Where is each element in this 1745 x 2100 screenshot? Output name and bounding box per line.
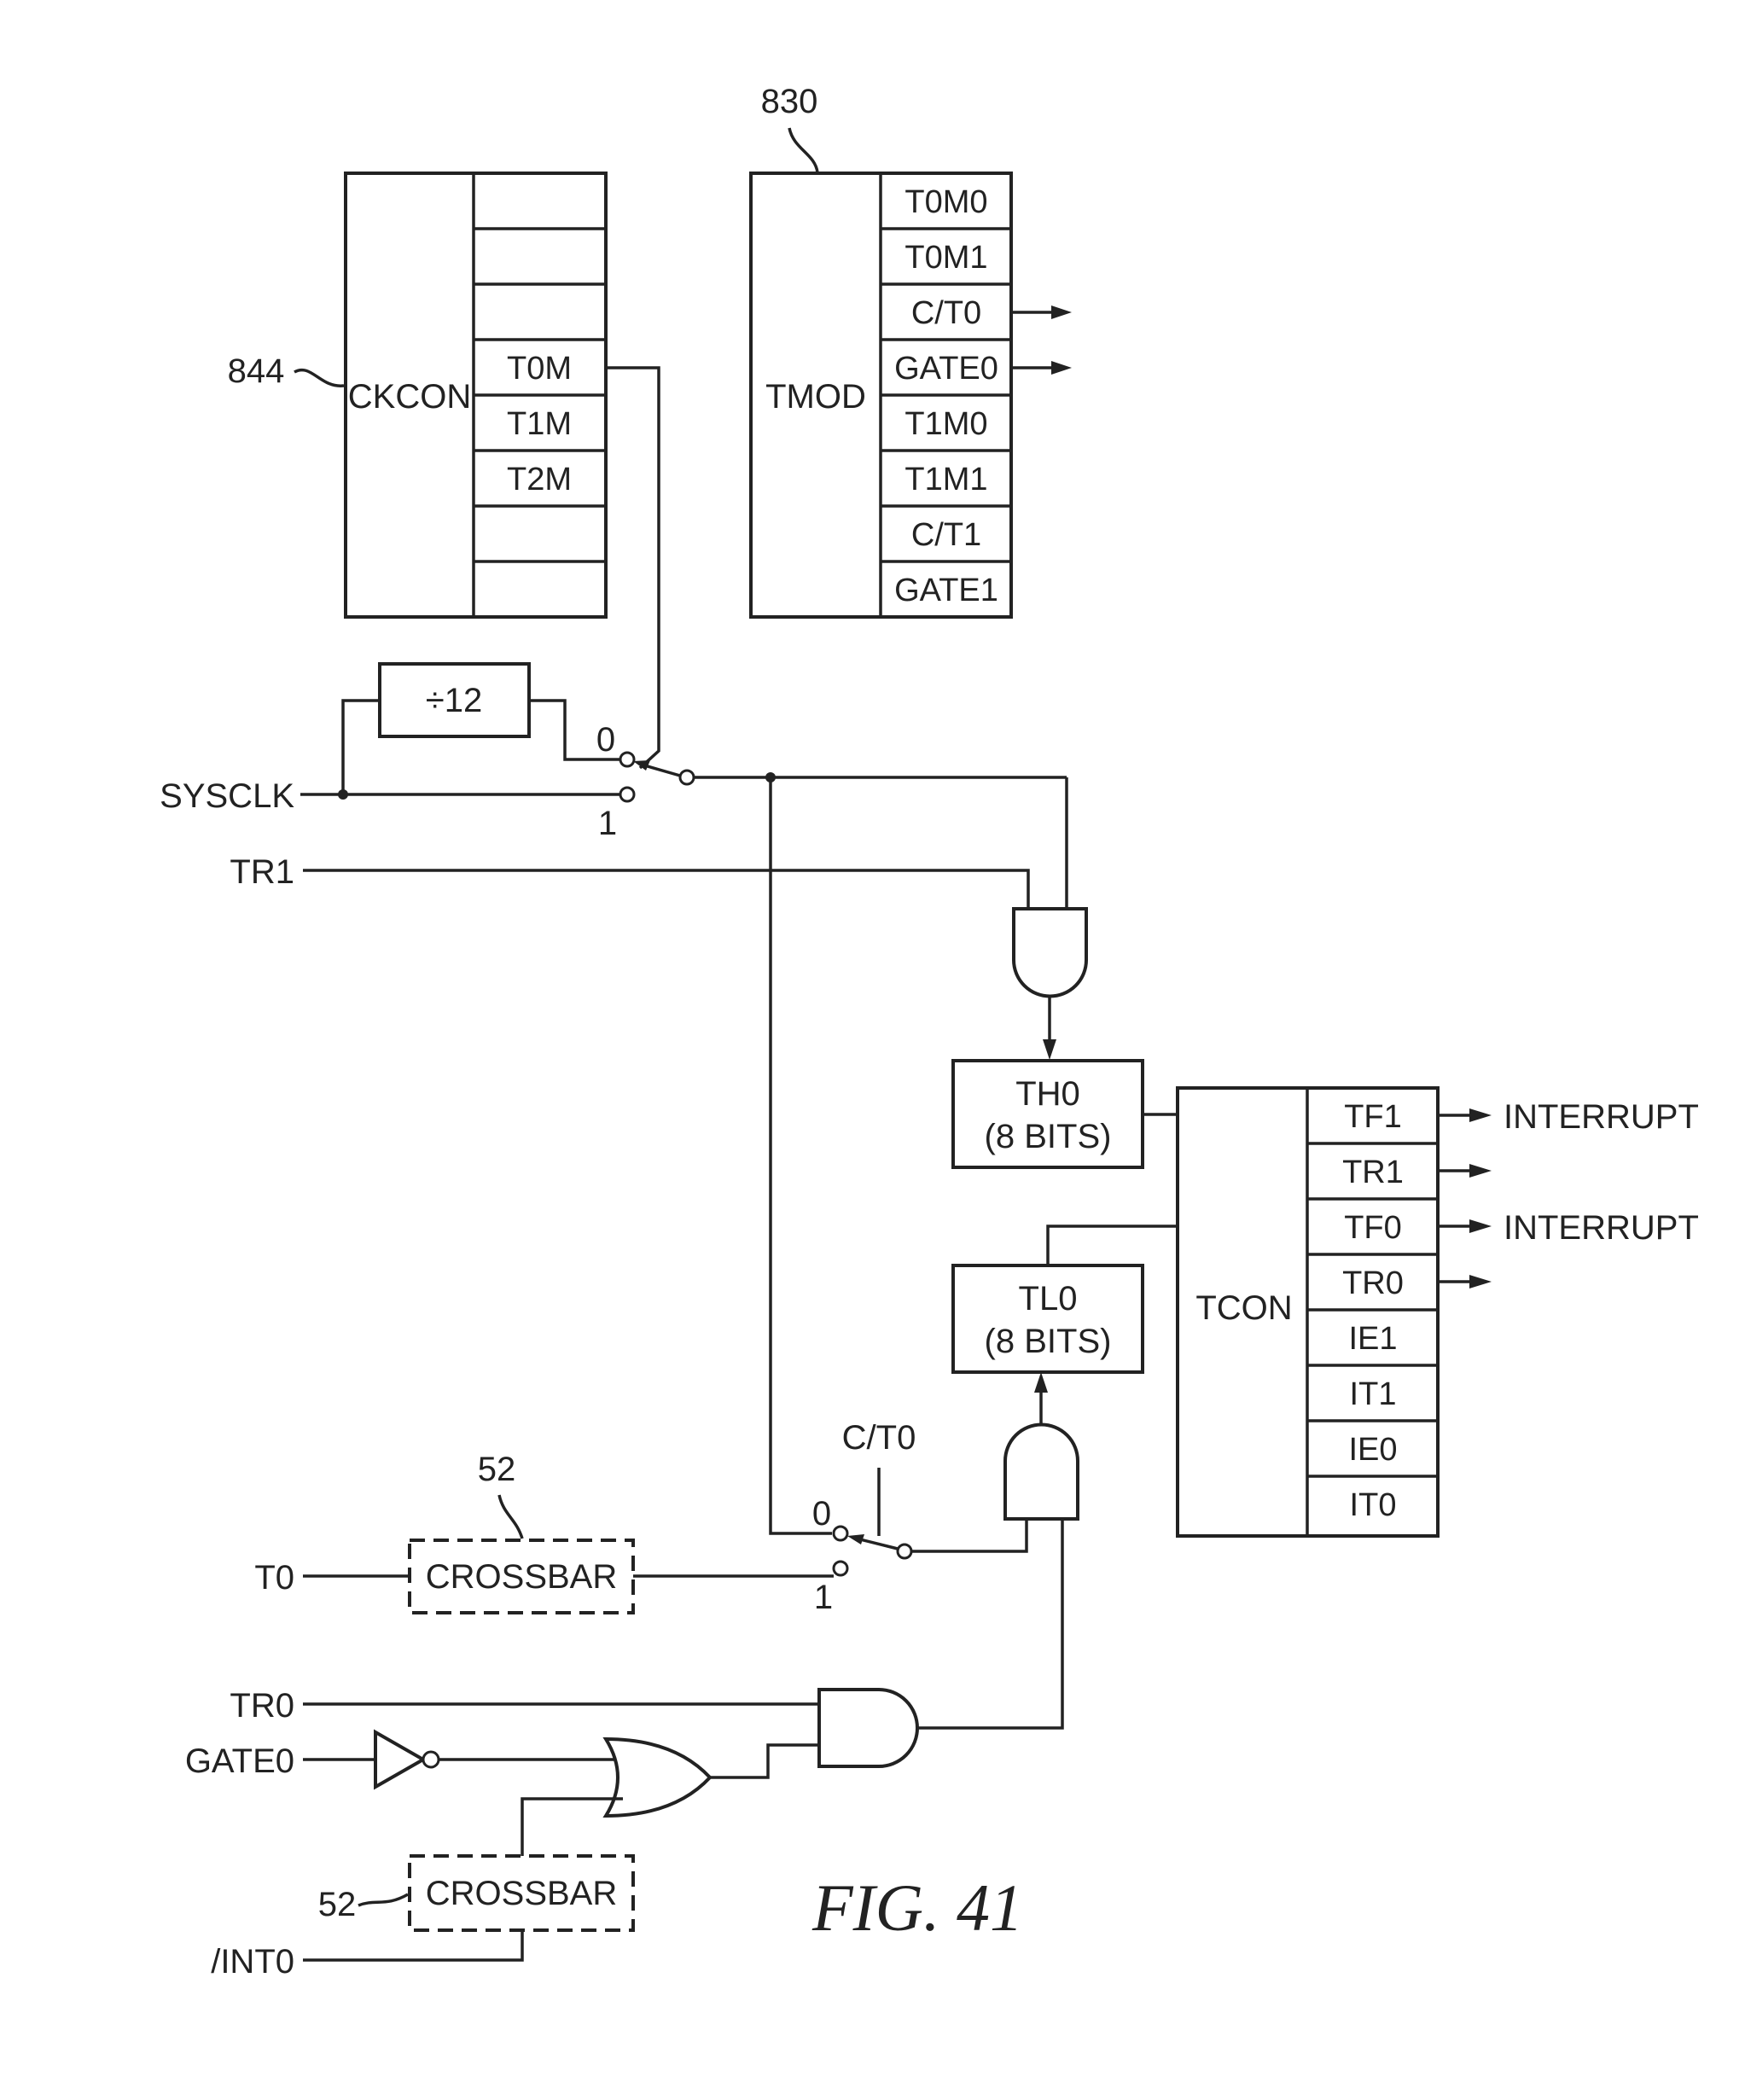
tcon-bit-3: TR0 xyxy=(1342,1265,1404,1301)
clk-switch-common xyxy=(680,771,694,784)
tr0-output-arrow xyxy=(1469,1275,1492,1289)
divider-label: ÷12 xyxy=(426,682,482,719)
tr0-label: TR0 xyxy=(230,1687,294,1725)
crossbar-bottom-ref: 52 xyxy=(318,1886,357,1923)
crossbar-bottom: CROSSBAR 52 xyxy=(318,1856,633,1930)
tcon-bit-1: TR1 xyxy=(1342,1155,1404,1190)
tcon-bit-2: TF0 xyxy=(1344,1210,1402,1246)
tcon-bit-6: IE0 xyxy=(1348,1432,1397,1468)
clk-switch-pos1-label: 1 xyxy=(598,805,617,842)
tmod-ct0-arrow xyxy=(1051,305,1072,319)
tf0-output-arrow xyxy=(1469,1219,1492,1233)
tmod-bit-5: T1M1 xyxy=(904,462,987,497)
tmod-bit-3: GATE0 xyxy=(894,351,998,387)
tcon-bit-0: TF1 xyxy=(1344,1099,1402,1135)
ckcon-bit-4: T1M xyxy=(507,406,572,442)
lower-and-gate xyxy=(819,1690,917,1766)
ct-switch-pos1-label: 1 xyxy=(814,1579,833,1616)
tmod-name: TMOD xyxy=(765,378,866,416)
gate0-label: GATE0 xyxy=(185,1742,294,1780)
clk-switch-pos1 xyxy=(620,788,634,801)
ckcon-ref-label: 844 xyxy=(228,352,285,390)
crossbar-top-ref: 52 xyxy=(478,1451,516,1488)
clk-switch-pos0 xyxy=(620,753,634,766)
ct0-switch: 0 1 C/T0 xyxy=(812,1419,916,1616)
gate0-inverter xyxy=(375,1732,439,1787)
tmod-bit-4: T1M0 xyxy=(904,406,987,442)
tcon-bit-7: IT0 xyxy=(1350,1487,1397,1523)
th0-and-gate xyxy=(1014,909,1086,1060)
crossbar-top: CROSSBAR 52 xyxy=(410,1451,633,1613)
clk-switch-pos0-label: 0 xyxy=(596,721,615,759)
crossbar-bottom-label: CROSSBAR xyxy=(426,1875,618,1912)
int0-label: /INT0 xyxy=(211,1943,294,1981)
tcon-name: TCON xyxy=(1195,1289,1292,1327)
t0-label: T0 xyxy=(254,1559,294,1597)
tr1-label: TR1 xyxy=(230,853,294,891)
tcon-bit-5: IT1 xyxy=(1350,1376,1397,1412)
ct-switch-arrow xyxy=(847,1534,864,1544)
tmod-bit-1: T0M1 xyxy=(904,240,987,276)
ct-switch-common xyxy=(898,1544,911,1558)
tl0-line2: (8 BITS) xyxy=(985,1323,1112,1360)
ct-switch-pos1 xyxy=(834,1562,847,1575)
tmod-bit-6: C/T1 xyxy=(911,517,981,553)
tf1-output-arrow xyxy=(1469,1108,1492,1122)
ckcon-bit-5: T2M xyxy=(507,462,572,497)
ckcon-name: CKCON xyxy=(348,378,471,416)
tf1-interrupt-label: INTERRUPT xyxy=(1504,1098,1699,1136)
tmod-bit-0: T0M0 xyxy=(904,184,987,220)
ct-switch-pos0 xyxy=(834,1527,847,1540)
tl0-counter: TL0 (8 BITS) xyxy=(953,1265,1143,1372)
ckcon-bit-3: T0M xyxy=(507,351,572,387)
tcon-bit-4: IE1 xyxy=(1348,1321,1397,1357)
or-gate xyxy=(606,1739,710,1816)
th0-counter: TH0 (8 BITS) xyxy=(953,1061,1143,1167)
tf0-interrupt-label: INTERRUPT xyxy=(1504,1209,1699,1247)
tmod-ref-label: 830 xyxy=(761,83,818,120)
tl0-and-gate xyxy=(1005,1372,1078,1519)
tmod-bit-7: GATE1 xyxy=(894,573,998,608)
ct-switch-control-label: C/T0 xyxy=(842,1419,916,1457)
tmod-register: TMOD T0M0 T0M1 C/T0 GATE0 T1M0 T1M1 C/T1… xyxy=(751,83,1072,617)
th0-line1: TH0 xyxy=(1015,1075,1080,1113)
tl0-line1: TL0 xyxy=(1019,1280,1078,1318)
sysclk-label: SYSCLK xyxy=(160,777,294,815)
ct-switch-pos0-label: 0 xyxy=(812,1495,831,1533)
tmod-gate0-arrow xyxy=(1051,361,1072,375)
ckcon-register: CKCON T0M T1M T2M 844 xyxy=(228,173,606,617)
tmod-bit-2: C/T0 xyxy=(911,295,981,331)
th0-line2: (8 BITS) xyxy=(985,1118,1112,1155)
tcon-register: TCON TF1 TR1 TF0 TR0 IE1 IT1 IE0 IT0 INT… xyxy=(1178,1088,1699,1536)
figure-caption: FIG. 41 xyxy=(811,1870,1023,1945)
tr1-output-arrow xyxy=(1469,1164,1492,1178)
crossbar-top-label: CROSSBAR xyxy=(426,1558,618,1596)
